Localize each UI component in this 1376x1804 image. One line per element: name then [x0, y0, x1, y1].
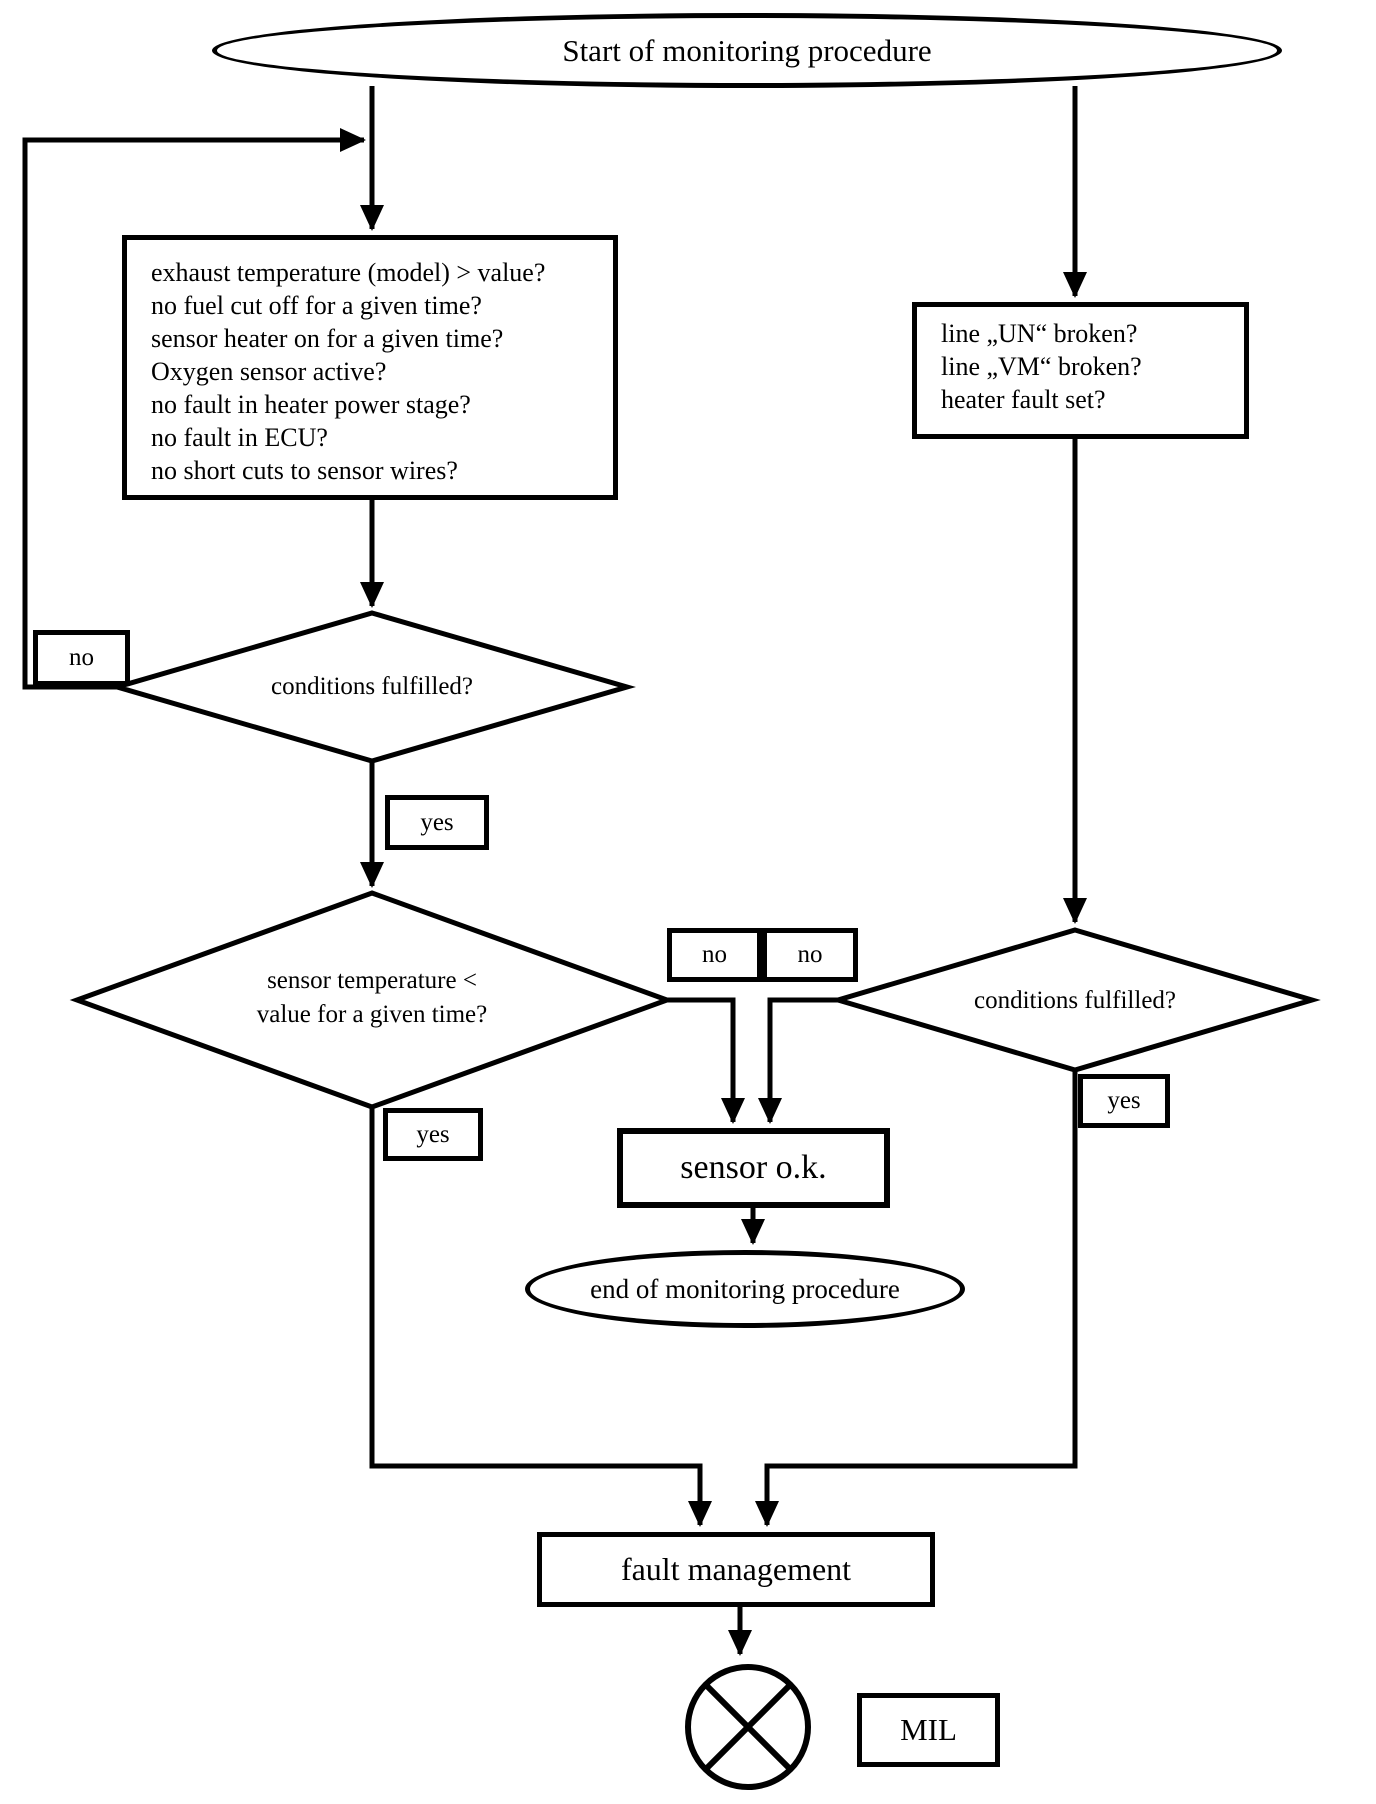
end-node: end of monitoring procedure [525, 1250, 965, 1328]
fault-management-node: fault management [537, 1532, 935, 1607]
decision2-label-line1: sensor temperature < [267, 967, 477, 994]
decision2-label: sensor temperature < value for a given t… [197, 964, 547, 1032]
edge-decision2-no-to-sensor-ok [667, 997, 745, 1124]
line-condition-line: line „UN“ broken? [941, 319, 1138, 348]
edge-label-no-mid-left: no [667, 928, 762, 982]
sensor-ok-node: sensor o.k. [617, 1128, 890, 1208]
edge-label-yes-right: yes [1078, 1074, 1170, 1128]
decision1-label: conditions fulfilled? [270, 673, 474, 700]
entry-conditions-node: exhaust temperature (model) > value? no … [122, 235, 618, 500]
line-condition-line: line „VM“ broken? [941, 352, 1142, 381]
entry-condition-line: Oxygen sensor active? [151, 357, 387, 386]
edge-decision3-no-to-sensor-ok [758, 997, 838, 1124]
entry-condition-line: no fault in heater power stage? [151, 390, 471, 419]
decision1-diamond [108, 610, 636, 764]
edge-label-yes-bottom-left: yes [383, 1108, 483, 1161]
edge-decision3-yes-to-fault-management [755, 1070, 1078, 1527]
decision3-diamond [829, 927, 1321, 1073]
line-condition-line: heater fault set? [941, 385, 1106, 414]
decision3-label: conditions fulfilled? [973, 987, 1177, 1014]
edge-label-no-left: no [33, 630, 130, 686]
mil-node: MIL [857, 1693, 1000, 1767]
entry-condition-line: no fault in ECU? [151, 423, 328, 452]
decision2-label-line2: value for a given time? [256, 1001, 488, 1028]
entry-condition-line: no fuel cut off for a given time? [151, 291, 482, 320]
decision2-diamond [69, 890, 675, 1110]
edge-decision2-yes-to-fault-management [369, 1107, 712, 1527]
edge-label-no-mid-right: no [762, 928, 858, 982]
edge-label-yes-left: yes [385, 795, 489, 850]
entry-condition-line: sensor heater on for a given time? [151, 324, 504, 353]
start-node: Start of monitoring procedure [212, 13, 1282, 88]
start-label: Start of monitoring procedure [562, 32, 932, 68]
line-conditions-node: line „UN“ broken? line „VM“ broken? heat… [912, 302, 1249, 439]
entry-condition-line: no short cuts to sensor wires? [151, 456, 458, 485]
edge-no-feedback-loop [22, 128, 366, 690]
mil-lamp-icon [685, 1664, 811, 1790]
entry-condition-line: exhaust temperature (model) > value? [151, 258, 546, 287]
